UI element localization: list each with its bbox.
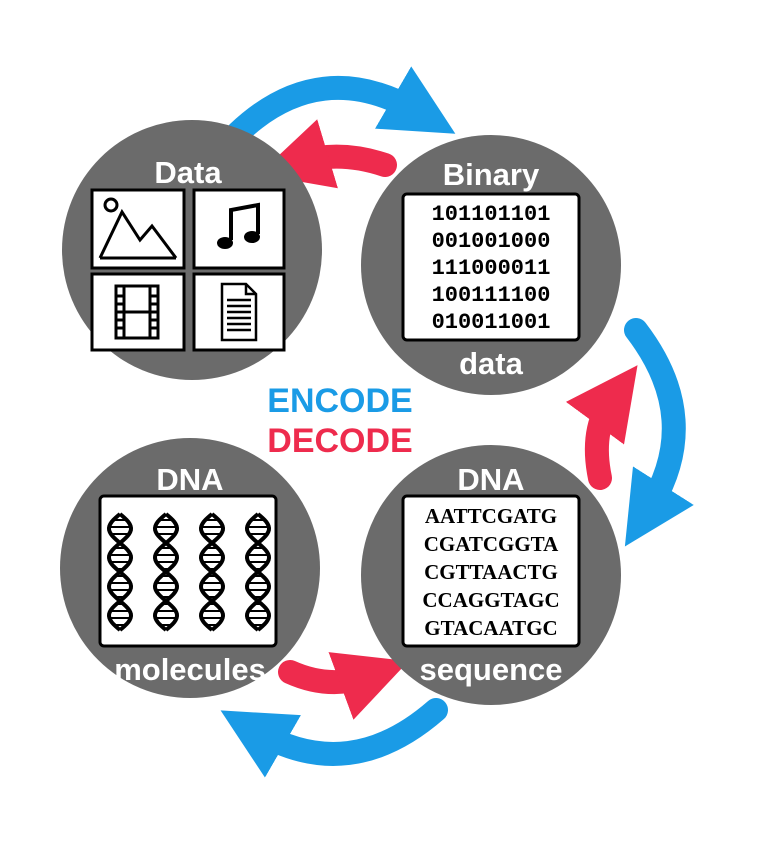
image-tile [90,188,186,270]
node-binary-subtitle: data [459,346,524,381]
binary-line: 111000011 [432,256,551,281]
dna-helix-icon [198,512,226,632]
dna-helix-icon [152,512,180,632]
sequence-panel [401,494,581,648]
encode-arrow-sequence-to-molecules [220,698,448,778]
node-data-title: Data [154,155,222,190]
node-sequence-subtitle: sequence [419,652,562,687]
node-data: Data [62,120,322,380]
decode-arrow-sequence-to-binary [565,365,638,490]
sequence-line: CGTTAACTG [424,560,558,584]
decode-label: DECODE [267,422,412,460]
sequence-line: AATTCGATG [425,504,557,528]
binary-line: 101101101 [432,202,551,227]
music-tile [192,188,286,270]
node-molecules-title: DNA [156,462,223,497]
node-binary: Binary 101101101 001001000 111000011 100… [361,135,621,395]
music-note-icon [217,202,260,249]
decode-arrow-binary-to-data [258,119,397,189]
sequence-line: CCAGGTAGC [422,588,559,612]
dna-helix-group [106,512,272,632]
molecules-panel [98,494,278,648]
node-dna-sequence: DNA AATTCGATG CGATCGGTA CGTTAACTG CCAGGT… [361,445,621,705]
document-tile [192,272,286,352]
binary-panel [401,192,581,342]
dna-helix-icon [244,512,272,632]
node-molecules-subtitle: molecules [114,652,266,687]
node-binary-title: Binary [443,157,540,192]
sequence-line: GTACAATGC [424,616,557,640]
binary-line: 001001000 [432,229,551,254]
encode-arrow-binary-to-sequence [624,318,694,547]
dna-helix-icon [106,512,134,632]
node-dna-molecules: DNA molecules [60,438,320,698]
document-icon [220,282,258,342]
decode-arrow-molecules-to-sequence [278,652,409,720]
node-sequence-title: DNA [457,462,524,497]
encode-arrow-data-to-binary [226,66,456,145]
encode-label: ENCODE [267,382,412,420]
film-icon [114,284,160,340]
image-icon [98,197,178,260]
binary-line: 010011001 [432,310,551,335]
sequence-line: CGATCGGTA [424,532,559,556]
binary-line: 100111100 [432,283,551,308]
